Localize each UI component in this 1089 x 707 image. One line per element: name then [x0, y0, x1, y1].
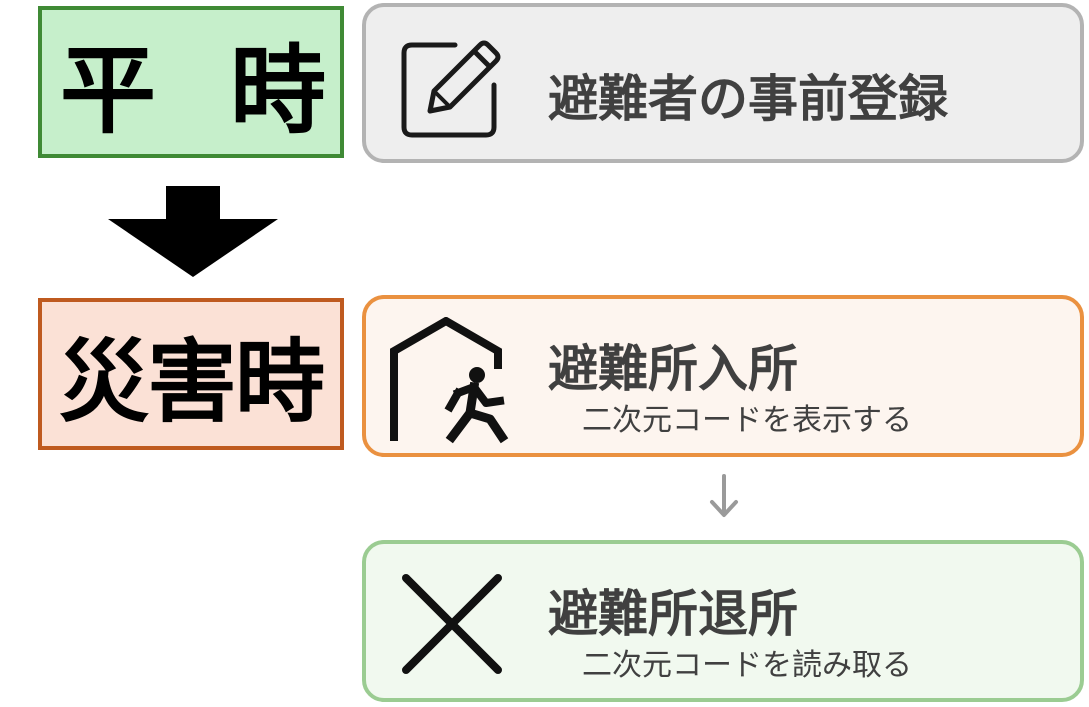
phase-transition-arrow-icon — [108, 186, 278, 277]
phase-normal-label-right: 時 — [230, 34, 326, 147]
step-register-card[interactable]: 避難者の事前登録 — [362, 3, 1084, 163]
step-checkout-subtitle: 二次元コードを読み取る — [582, 648, 912, 683]
step-checkout-title: 避難所退所 — [548, 585, 798, 643]
phase-disaster-box: 災害時 — [38, 298, 344, 450]
phase-normal-label-left: 平 — [60, 34, 156, 147]
phase-disaster-label: 災害時 — [59, 330, 325, 435]
step-checkin-card[interactable]: 避難所入所 二次元コードを表示する — [362, 295, 1084, 457]
flow-down-arrow-icon — [710, 474, 738, 517]
pencil-edit-icon — [401, 40, 501, 138]
phase-normal-box: 平 時 — [38, 6, 344, 158]
step-checkout-card[interactable]: 避難所退所 二次元コードを読み取る — [362, 540, 1084, 702]
step-register-title: 避難者の事前登録 — [548, 70, 948, 128]
step-checkin-subtitle: 二次元コードを表示する — [582, 403, 912, 438]
shelter-entry-icon — [390, 317, 509, 444]
step-checkin-title: 避難所入所 — [548, 340, 798, 398]
close-x-icon — [402, 574, 502, 674]
